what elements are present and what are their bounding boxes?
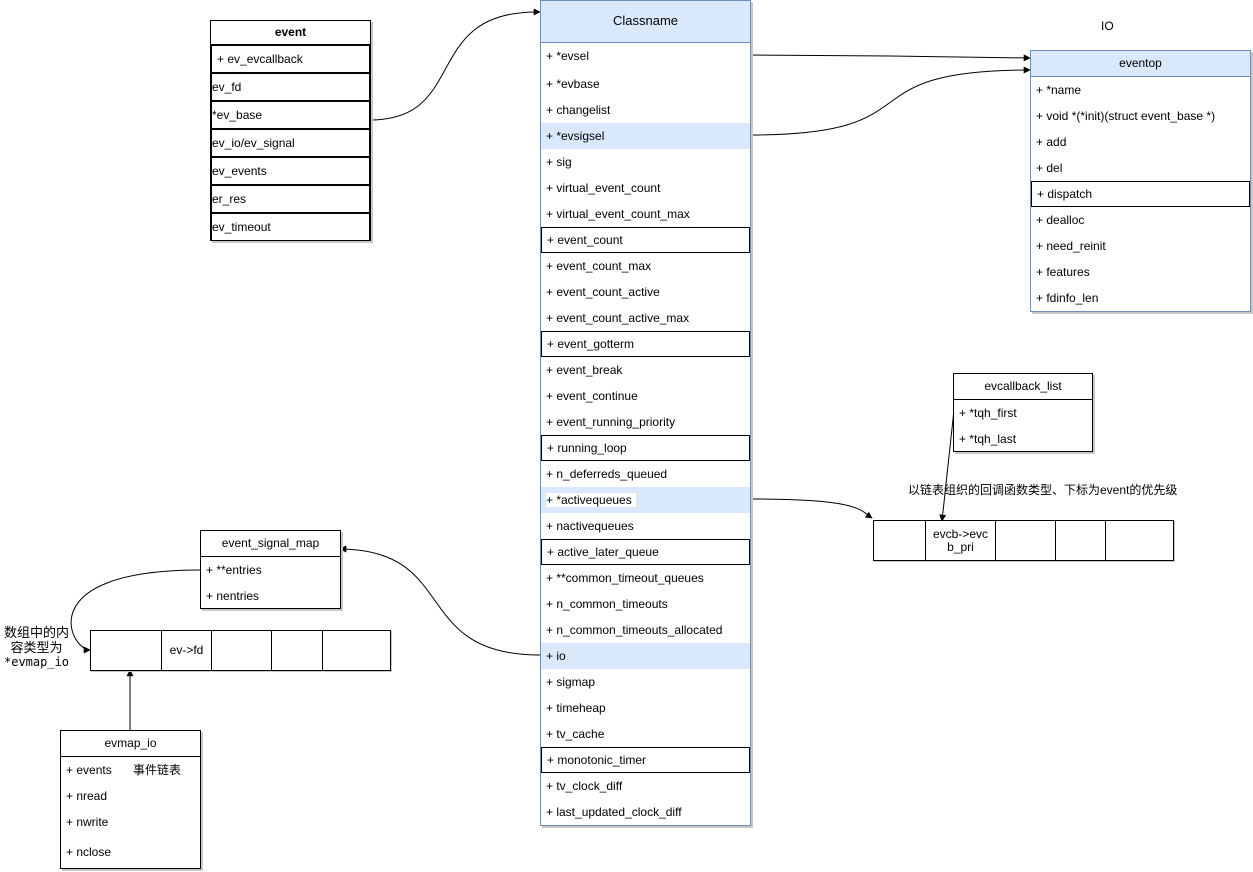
classname-field: + virtual_event_count_max [546,207,690,221]
classname-field: + sig [546,155,572,169]
classname-field-bordered: + event_count [541,227,750,253]
classname-title: Classname [541,1,750,43]
evmap-io-field-events: + events [66,763,112,777]
classname-field: + event_break [546,363,623,377]
classname-field-bordered: + monotonic_timer [541,747,750,773]
event-field: *ev_base [211,101,370,129]
priority-note: 以链表组织的回调函数类型、下标为event的优先级 [908,483,1178,497]
connector-evbase-to-classname [369,8,541,121]
array-note-line2: 容类型为 [10,640,63,655]
event-signal-map-title: event_signal_map [201,531,340,557]
classname-field: + *evbase [546,77,600,91]
classname-field: + event_count_active [546,285,660,299]
evcallback-list-box[interactable]: evcallback_list + *tqh_first + *tqh_last [953,373,1093,452]
classname-field: + event_count_active_max [546,311,690,325]
classname-field: + event_count_max [546,259,652,273]
evfd-array[interactable]: ev->fd [90,630,391,671]
evcb-array[interactable]: evcb->evcb_pri [873,520,1174,561]
eventop-box[interactable]: eventop + *name + void *(*init)(struct e… [1030,50,1251,312]
eventop-field: + del [1036,161,1063,175]
connector-evsel-to-eventop [749,54,1031,62]
event-field: er_res [211,185,370,213]
evmap-io-title: evmap_io [61,731,200,757]
eventop-field: + features [1036,265,1090,279]
evmap-io-field: + nwrite [66,815,109,829]
classname-field: + event_continue [546,389,638,403]
event-field: ev_events [211,157,370,185]
classname-field: + n_deferreds_queued [546,467,668,481]
evfd-array-cell: ev->fd [161,631,211,670]
eventop-field: + need_reinit [1036,239,1106,253]
io-label: IO [1101,19,1114,33]
classname-field: + changelist [546,103,611,117]
array-note-line3: *evmap_io [4,655,70,669]
evmap-io-field: + events 事件链表 [61,757,200,783]
evcallback-list-field: + *tqh_last [959,432,1017,446]
connector-activequeues-to-array [749,498,873,519]
eventop-field: + add [1036,135,1067,149]
connector-io-to-signalmap [339,545,541,656]
classname-field-highlighted: + io [541,643,750,669]
eventop-field: + *name [1036,83,1082,97]
classname-field: + n_common_timeouts [546,597,668,611]
classname-box[interactable]: Classname + *evsel + *evbase + changelis… [540,0,751,826]
evmap-io-field: + nread [66,789,108,803]
classname-field: + n_common_timeouts_allocated [546,623,723,637]
eventop-field: + void *(*init)(struct event_base *) [1036,109,1216,123]
events-note: 事件链表 [133,763,182,777]
eventop-field-bordered: + dispatch [1031,181,1250,207]
evfd-array-cell [271,631,322,670]
classname-field: + virtual_event_count [546,181,661,195]
evcb-array-cell [995,521,1055,560]
eventop-field: + fdinfo_len [1036,291,1099,305]
classname-field: + tv_clock_diff [546,779,623,793]
array-note: 数组中的内 容类型为 *evmap_io [4,625,69,670]
evfd-array-cell [322,631,390,670]
connector-evsigsel-to-eventop [749,66,1031,136]
classname-field-bordered: + event_gotterm [541,331,750,357]
evmap-io-field: + nclose [66,845,112,859]
evfd-array-cell [91,631,161,670]
event-signal-map-box[interactable]: event_signal_map + **entries + nentries [200,530,341,609]
event-class-box[interactable]: event + ev_evcallback ev_fd *ev_base ev_… [210,20,371,241]
array-note-line1: 数组中的内 [4,625,70,640]
evcallback-list-title: evcallback_list [954,374,1092,400]
classname-field: + sigmap [546,675,596,689]
classname-field-bordered: + active_later_queue [541,539,750,565]
event-field: ev_fd [211,73,370,101]
event-class-title: event [211,21,370,45]
classname-field: + *evsel [546,49,590,63]
evcallback-list-field: + *tqh_first [959,406,1017,420]
event-signal-map-field: + **entries [206,563,262,577]
evcb-array-cell [1105,521,1173,560]
classname-field: + tv_cache [546,727,605,741]
evcb-array-cell [1055,521,1105,560]
classname-field-highlighted: + *evsigsel [541,123,750,149]
connector-entries-to-array [70,569,201,654]
classname-field: + timeheap [546,701,606,715]
classname-field: + nactivequeues [546,519,634,533]
event-field: ev_io/ev_signal [211,129,370,157]
event-field: ev_timeout [211,213,370,241]
classname-field-bordered: + running_loop [541,435,750,461]
event-field: + ev_evcallback [211,45,370,73]
eventop-title: eventop [1031,51,1250,77]
classname-field: + event_running_priority [546,415,676,429]
classname-field: + last_updated_clock_diff [546,805,682,819]
classname-field-highlighted: + *activequeues [541,487,750,513]
eventop-field: + dealloc [1036,213,1085,227]
evcb-array-cell [874,521,925,560]
classname-field: + **common_timeout_queues [546,571,704,585]
evcb-array-cell: evcb->evcb_pri [925,521,995,560]
event-signal-map-field: + nentries [206,589,260,603]
activequeues-label: + *activequeues [546,493,636,507]
evfd-array-cell [211,631,271,670]
evmap-io-box[interactable]: evmap_io + events 事件链表 + nread + nwrite … [60,730,201,869]
